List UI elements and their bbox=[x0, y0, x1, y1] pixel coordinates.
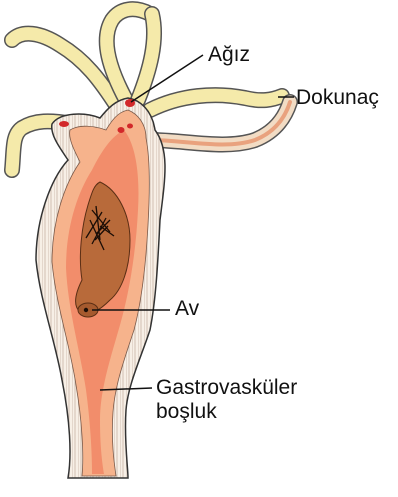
label-prey: Av bbox=[175, 298, 199, 320]
tentacle-right-upper bbox=[150, 95, 282, 110]
label-cavity-line2: boşluk bbox=[156, 401, 217, 423]
label-tentacle: Dokunaç bbox=[296, 87, 379, 109]
label-cavity-line1: Gastrovasküler bbox=[156, 377, 297, 399]
tentacle-top-right bbox=[138, 14, 154, 100]
label-mouth: Ağız bbox=[208, 44, 250, 66]
